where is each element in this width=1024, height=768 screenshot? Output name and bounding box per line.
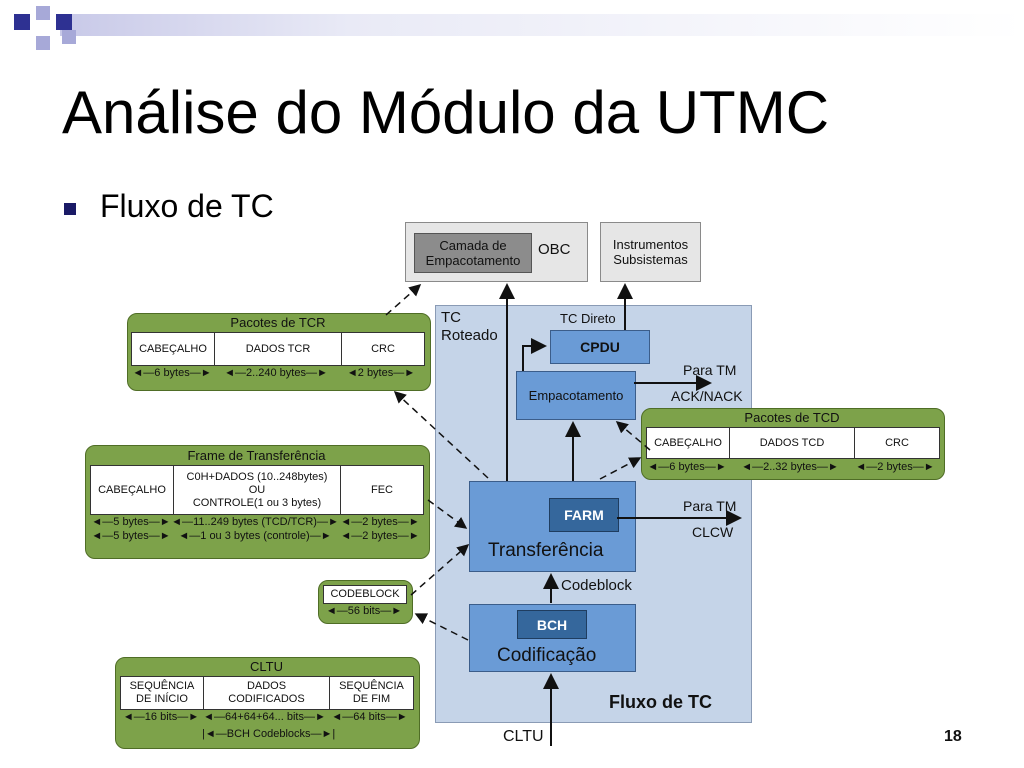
bch-codeblocks-size: |◄—BCH Codeblocks—►| [202, 728, 335, 740]
codeblock-size: ◄—56 bits—► [323, 605, 405, 617]
fluxo-label: Fluxo de TC [609, 692, 712, 712]
table-cell: CODEBLOCK [330, 588, 400, 600]
size-label: ◄—2 bytes—► [340, 516, 420, 528]
pacotes-tcd-sizes: ◄—6 bytes—► ◄—2..32 bytes—► ◄—2 bytes—► [646, 461, 938, 473]
header-gradient-bar [60, 14, 1024, 36]
size-label: |◄—BCH Codeblocks—►| [202, 728, 336, 740]
size-label: ◄—5 bytes—► [91, 530, 171, 542]
deco-square [62, 30, 76, 44]
size-label: ◄—5 bytes—► [91, 516, 171, 528]
size-label: ◄—2..240 bytes—► [224, 367, 328, 379]
farm-box: FARM [549, 498, 619, 532]
instrumentos-box: Instrumentos Subsistemas [600, 222, 701, 282]
pacotes-tcd-title: Pacotes de TCD [744, 410, 840, 425]
deco-square [14, 14, 30, 30]
size-label: ◄—1 ou 3 bytes (controle)—► [178, 530, 332, 542]
tc-roteado-label: TC Roteado [441, 309, 498, 344]
bch-box: BCH [517, 610, 587, 639]
dashed-arrow [427, 499, 468, 529]
deco-square [56, 14, 72, 30]
table-cell: CABEÇALHO [132, 333, 215, 365]
size-label: ◄—6 bytes—► [132, 367, 212, 379]
cltu-input-label: CLTU [503, 728, 544, 745]
codeblock-table: CODEBLOCK [323, 585, 407, 604]
dashed-arrow [410, 544, 470, 596]
frame-title: Frame de Transferência [187, 448, 326, 463]
obc-label: OBC [538, 241, 571, 258]
para-tm-label-2: Para TM [683, 498, 737, 514]
dashed-arrow [599, 457, 642, 480]
size-label: ◄—64 bits—► [331, 711, 408, 723]
pacotes-tcr-title: Pacotes de TCR [230, 315, 326, 330]
table-cell: FEC [371, 483, 393, 496]
slide-title: Análise do Módulo da UTMC [62, 79, 830, 146]
camada-empacotamento-box: Camada de Empacotamento [414, 233, 532, 273]
dashed-arrow [385, 284, 422, 316]
pacotes-tcr-sizes: ◄—6 bytes—► ◄—2..240 bytes—► ◄2 bytes—► [131, 367, 423, 379]
table-cell: CABEÇALHO [647, 428, 730, 458]
deco-square [36, 6, 50, 20]
para-tm-label-1: Para TM [683, 362, 737, 378]
ack-nack-label: ACK/NACK [671, 388, 743, 404]
pacotes-tcr-table: CABEÇALHO DADOS TCR CRC [131, 332, 425, 366]
cpdu-box: CPDU [550, 330, 650, 364]
size-label: ◄2 bytes—► [346, 367, 416, 379]
size-label: ◄—56 bits—► [325, 605, 403, 617]
codeblock-label: Codeblock [561, 577, 632, 594]
table-cell: DADOS TCR [215, 333, 342, 365]
empacotamento-box: Empacotamento [516, 371, 636, 420]
tc-direto-label: TC Direto [560, 311, 616, 326]
cltu-sizes: ◄—16 bits—► ◄—64+64+64... bits—► ◄—64 bi… [120, 711, 412, 723]
size-label: ◄—11..249 bytes (TCD/TCR)—► [171, 516, 339, 528]
size-label: ◄—6 bytes—► [647, 461, 727, 473]
arrow-to-cpdu [522, 338, 547, 371]
size-label: ◄—16 bits—► [122, 711, 200, 723]
dashed-arrow [414, 613, 469, 641]
table-cell: CRC [371, 342, 395, 355]
size-label: ◄—2 bytes—► [855, 461, 935, 473]
frame-sizes-row2: ◄—5 bytes—► ◄—1 ou 3 bytes (controle)—► … [90, 530, 422, 542]
size-label: ◄—2 bytes—► [340, 530, 420, 542]
transferencia-label: Transferência [488, 540, 604, 561]
size-label: ◄—64+64+64... bits—► [203, 711, 326, 723]
codificacao-label: Codificação [497, 645, 597, 666]
table-cell: CABEÇALHO [91, 466, 174, 514]
dashed-arrow [615, 421, 651, 451]
cltu-title: CLTU [250, 659, 283, 674]
clcw-label: CLCW [692, 524, 734, 540]
page-number: 18 [944, 728, 962, 745]
frame-sizes-row1: ◄—5 bytes—► ◄—11..249 bytes (TCD/TCR)—► … [90, 516, 422, 528]
size-label: ◄—2..32 bytes—► [741, 461, 839, 473]
table-cell: CRC [885, 436, 909, 449]
bullet-text: Fluxo de TC [100, 188, 274, 224]
deco-square [36, 36, 50, 50]
pacotes-tcd-table: CABEÇALHO DADOS TCD CRC [646, 427, 940, 459]
dashed-arrow [393, 390, 489, 479]
bullet-icon [64, 203, 76, 215]
table-cell: DADOS TCD [730, 428, 855, 458]
